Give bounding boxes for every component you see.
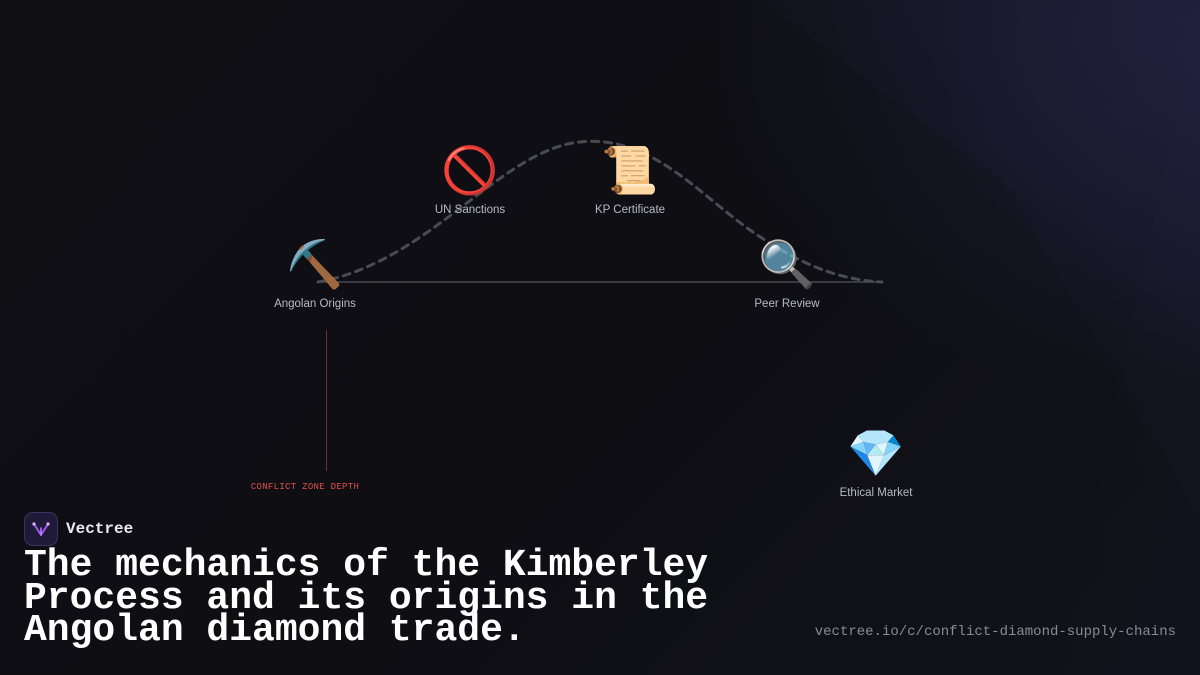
brand: Vectree xyxy=(24,512,133,546)
node-label: Peer Review xyxy=(754,298,820,310)
gem-icon: 💎 xyxy=(847,426,905,480)
conflict-depth-label: CONFLICT ZONE DEPTH xyxy=(250,482,360,492)
node-label: KP Certificate xyxy=(594,204,666,216)
node-un-sanctions: 🚫 UN Sanctions xyxy=(400,142,540,216)
node-angolan-origins: ⛏️ Angolan Origins xyxy=(245,236,385,310)
conflict-depth-line xyxy=(326,330,327,471)
process-flow-curve xyxy=(316,139,884,284)
prohibited-icon: 🚫 xyxy=(441,143,499,197)
brand-name: Vectree xyxy=(66,520,134,538)
magnifying-glass-icon: 🔍 xyxy=(758,237,816,291)
pick-icon: ⛏️ xyxy=(286,237,344,291)
node-label: Ethical Market xyxy=(839,487,913,499)
vectree-logo-icon xyxy=(24,512,58,546)
page-title: The mechanics of the Kimberley Process a… xyxy=(24,544,709,652)
node-kp-certificate: 📜 KP Certificate xyxy=(560,142,700,216)
node-label: Angolan Origins xyxy=(274,298,356,310)
node-label: UN Sanctions xyxy=(434,204,506,216)
source-url[interactable]: vectree.io/c/conflict-diamond-supply-cha… xyxy=(814,624,1176,640)
node-ethical-market: 💎 Ethical Market xyxy=(806,425,946,499)
scroll-icon: 📜 xyxy=(601,143,659,197)
node-peer-review: 🔍 Peer Review xyxy=(717,236,857,310)
